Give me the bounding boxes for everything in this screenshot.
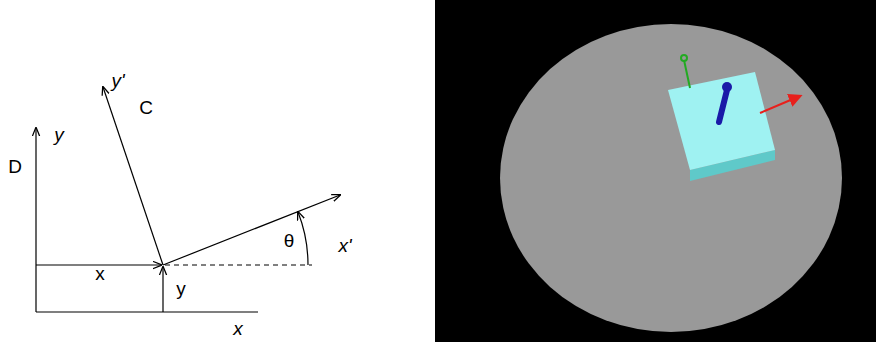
green-axis-tip: [681, 55, 687, 61]
frame-label: D: [8, 157, 22, 176]
axis-label: y': [111, 71, 124, 90]
angle-arc: [298, 212, 308, 265]
angle-label: θ: [284, 231, 295, 250]
c-x-axis: [163, 195, 340, 265]
green-axis: [684, 60, 690, 88]
c-y-axis: [103, 87, 163, 265]
reference-line: [165, 265, 312, 266]
disc: [500, 24, 842, 332]
dimension-label: x: [95, 264, 105, 283]
blue-stick: [719, 90, 727, 122]
frame-label: C: [139, 98, 153, 117]
d-y-axis: [35, 128, 36, 312]
scene-background: [435, 0, 876, 342]
axis-label: y: [54, 125, 64, 144]
y-dimension: [162, 267, 163, 312]
blue-stick-tip: [722, 82, 732, 92]
axis-label: x': [338, 236, 351, 255]
red-axis: [760, 96, 800, 113]
axis-label: x: [233, 319, 243, 338]
box-top: [668, 72, 775, 170]
d-x-axis: [36, 311, 258, 312]
dimension-label: y: [176, 279, 186, 298]
